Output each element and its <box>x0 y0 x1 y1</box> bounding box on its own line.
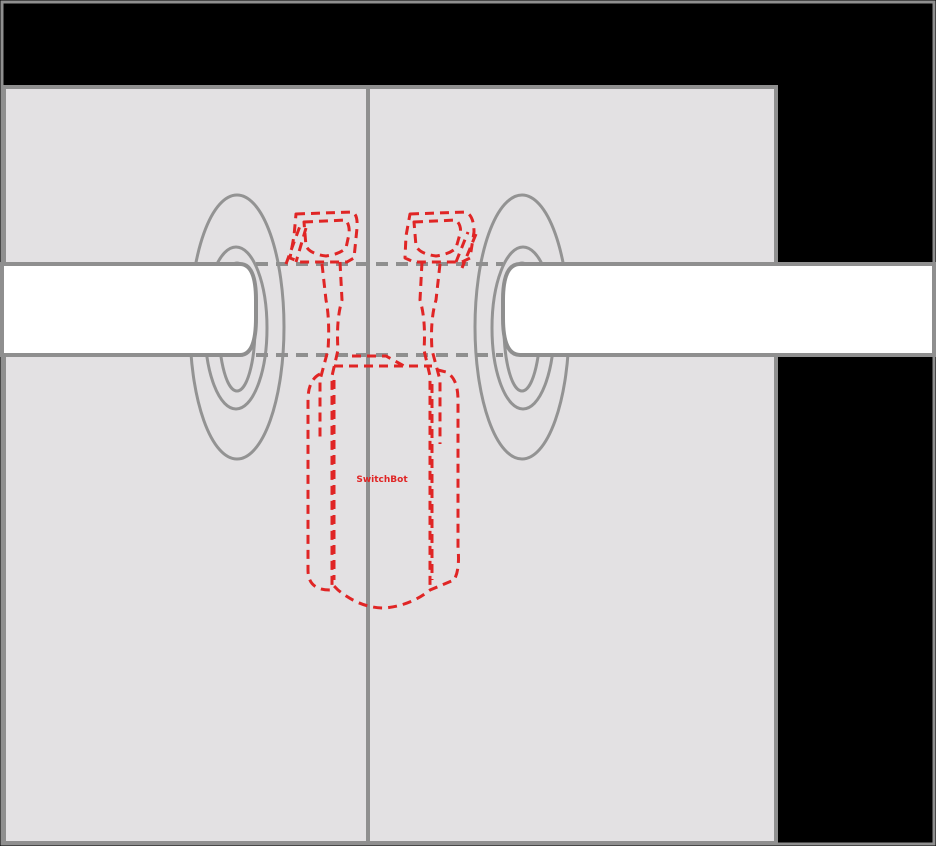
left-clamp-jaw <box>284 225 308 265</box>
device-brand-label: SwitchBot <box>356 475 408 485</box>
hidden-rod-segment <box>256 262 503 357</box>
device-body-outline <box>306 368 460 610</box>
right-clamp-inner <box>412 218 462 258</box>
left-curtain-rod <box>0 262 258 357</box>
right-arm <box>418 261 442 590</box>
switchbot-device-icon <box>284 210 478 610</box>
right-curtain-panel <box>366 85 778 845</box>
right-curtain-rod <box>501 262 936 357</box>
curtain-panels <box>2 85 778 845</box>
left-curtain-panel <box>2 85 370 845</box>
device-top-bridge <box>334 354 432 368</box>
right-clamp-jaw <box>454 231 478 269</box>
left-arm <box>318 261 344 590</box>
left-clamp-inner <box>302 218 351 258</box>
